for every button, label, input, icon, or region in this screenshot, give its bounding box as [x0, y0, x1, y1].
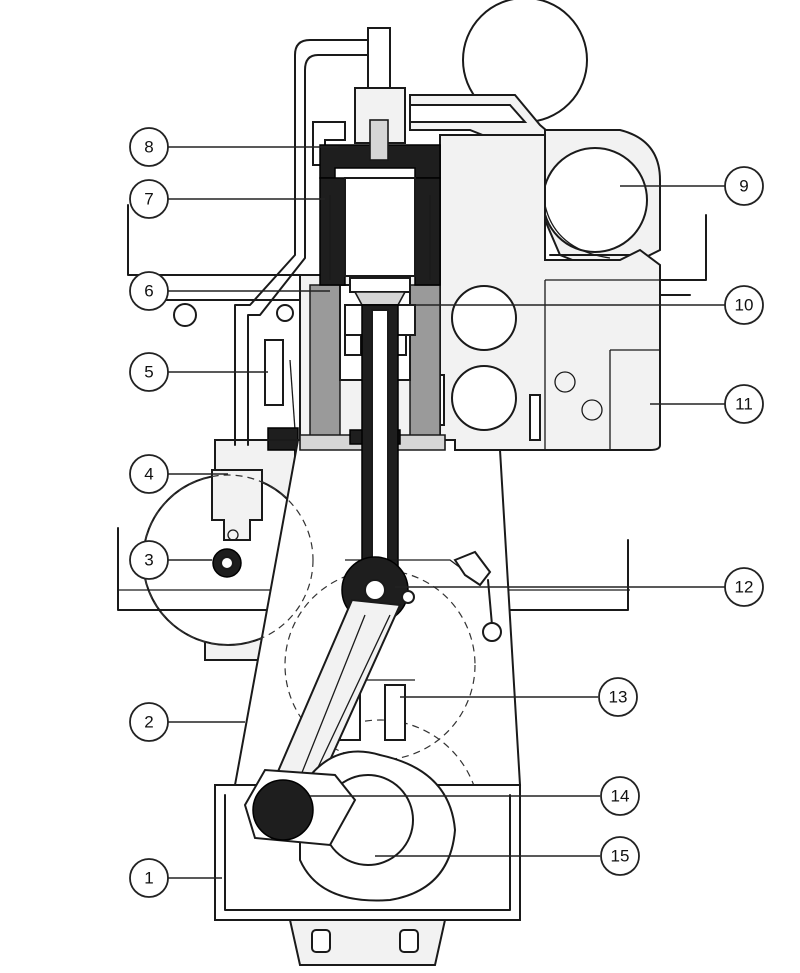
- callout-7-label: 7: [144, 190, 153, 209]
- crankpin: [243, 768, 357, 847]
- callout-9: 9: [724, 166, 764, 206]
- callout-3: 3: [129, 540, 169, 580]
- callout-14: 14: [600, 776, 640, 816]
- callout-5: 5: [129, 352, 169, 392]
- callout-9-label: 9: [739, 177, 748, 196]
- callout-2: 2: [129, 702, 169, 742]
- callout-5-label: 5: [144, 363, 153, 382]
- cooling-pipes: [234, 39, 391, 451]
- callout-3-label: 3: [144, 551, 153, 570]
- callout-1: 1: [129, 858, 169, 898]
- callout-8: 8: [129, 127, 169, 167]
- callout-13-label: 13: [609, 688, 628, 707]
- callout-10: 10: [724, 285, 764, 325]
- callout-8-label: 8: [144, 138, 153, 157]
- callout-4: 4: [129, 454, 169, 494]
- exhaust-receiver: [431, 134, 661, 451]
- callout-14-label: 14: [611, 787, 630, 806]
- callout-15: 15: [600, 836, 640, 876]
- callout-6-label: 6: [144, 282, 153, 301]
- callout-10-label: 10: [735, 296, 754, 315]
- callout-6: 6: [129, 271, 169, 311]
- callout-2-label: 2: [144, 713, 153, 732]
- callout-leaders: [168, 146, 725, 879]
- callout-4-label: 4: [144, 465, 153, 484]
- callout-11-label: 11: [735, 395, 753, 414]
- callout-12-label: 12: [735, 578, 754, 597]
- piston-rod: [361, 304, 399, 591]
- cylinder-liner: [319, 177, 441, 286]
- callout-1-label: 1: [144, 869, 153, 888]
- callout-12: 12: [724, 567, 764, 607]
- piston: [344, 277, 416, 336]
- cylinder-cover: [319, 27, 441, 179]
- callout-13: 13: [598, 677, 638, 717]
- turbocharger: [409, 0, 661, 281]
- callout-11: 11: [724, 384, 764, 424]
- callout-15-label: 15: [611, 847, 630, 866]
- callout-7: 7: [129, 179, 169, 219]
